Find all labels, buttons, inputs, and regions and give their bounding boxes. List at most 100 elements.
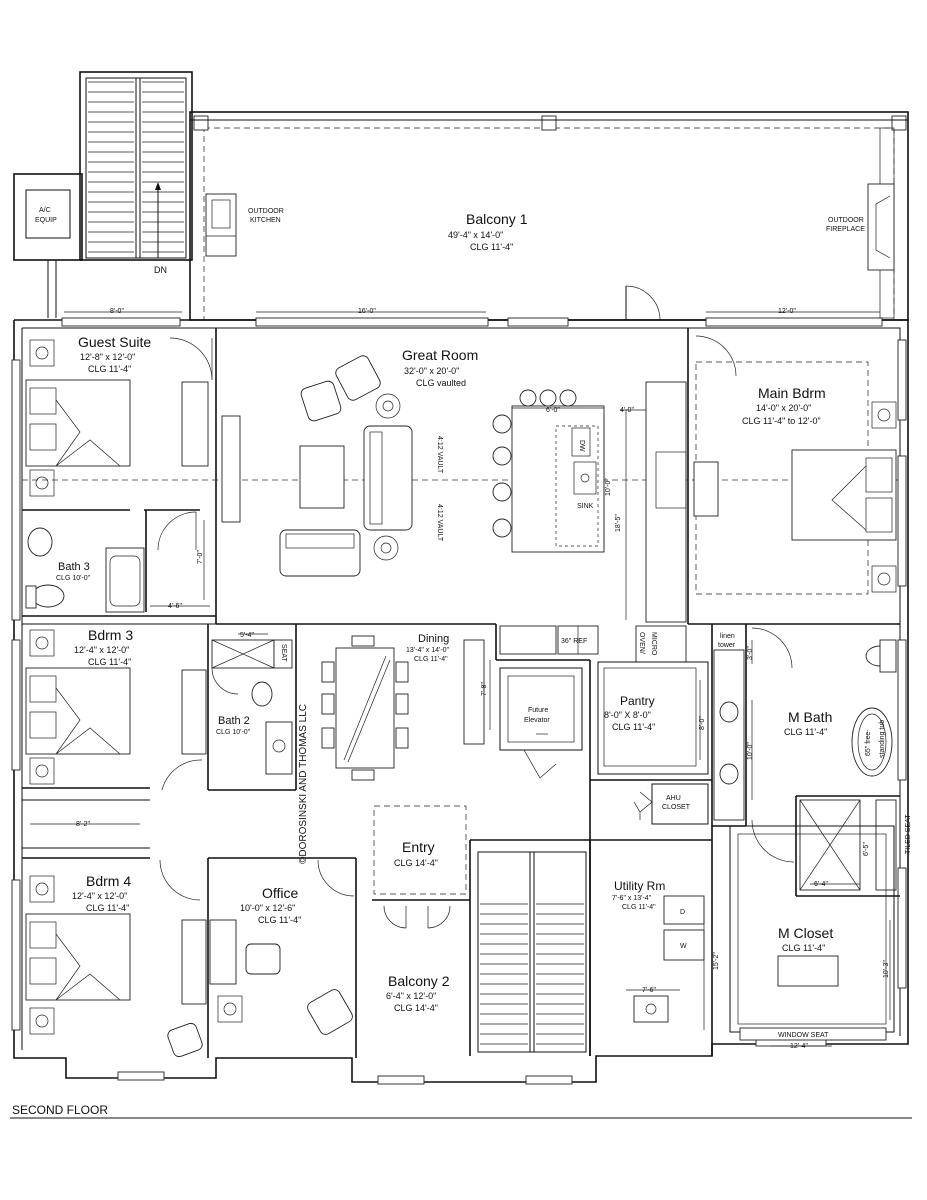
svg-text:EQUIP: EQUIP [35,217,57,224]
svg-text:10'-3": 10'-3" [883,960,890,978]
svg-text:4'-0": 4'-0" [620,407,634,414]
svg-text:CLG 11'-4": CLG 11'-4" [782,943,825,953]
bedroom4 [25,859,207,1058]
pantry-name: Pantry [620,694,655,708]
svg-text:4'-6": 4'-6" [168,603,182,610]
svg-text:6'-5": 6'-5" [863,842,870,856]
svg-text:DW: DW [578,440,585,452]
guest-suite-name: Guest Suite [78,334,151,350]
svg-text:SINK: SINK [577,503,594,510]
svg-text:CLG 11'-4": CLG 11'-4" [258,915,301,925]
balcony1-size: 49'-4" x 14'-0" [448,230,503,240]
svg-text:WINDOW SEAT: WINDOW SEAT [778,1032,829,1039]
dining: 7'-8" [321,635,491,781]
svg-text:MICRO: MICRO [650,632,657,656]
svg-text:OUTDOOR: OUTDOOR [828,217,864,224]
svg-text:10'-0" x 12'-6": 10'-0" x 12'-6" [240,903,295,913]
m-bath-vanity: linen tower 3'-0" 10'-0" [713,627,793,821]
svg-text:8'-0": 8'-0" [110,308,124,315]
copyright: ©DOROSINSKI AND THOMAS LLC [298,704,309,864]
stair-treads [88,81,184,253]
interior-stairs [477,851,587,1053]
svg-text:CLG 10'-0": CLG 10'-0" [216,729,251,736]
building-outline [11,317,909,1085]
office [209,859,355,1035]
stair-down-label: DN [154,265,167,275]
guest-suite [25,337,241,523]
svg-text:7'-6": 7'-6" [642,987,656,994]
outdoor-kitchen: OUTDOOR KITCHEN [205,193,284,257]
svg-text:CLG vaulted: CLG vaulted [416,378,466,388]
balcony1-name: Balcony 1 [466,211,528,227]
main-bdrm-name: Main Bdrm [758,385,826,401]
svg-text:CLG 14'-4": CLG 14'-4" [394,1003,438,1013]
entry-name: Entry [402,839,435,855]
exterior-stairs [79,71,193,261]
svg-text:16'-0": 16'-0" [358,308,376,315]
svg-text:CLG 11'-4": CLG 11'-4" [622,904,656,911]
svg-text:FIREPLACE: FIREPLACE [826,226,865,233]
svg-text:D: D [680,909,685,916]
great-room: 18'-5" 10'-0" 6'-0" 4'-0" [279,355,687,663]
m-bath-name: M Bath [788,709,832,725]
svg-text:KITCHEN: KITCHEN [250,217,281,224]
floor-title: SECOND FLOOR [12,1103,108,1117]
svg-text:12'-4" x 12'-0": 12'-4" x 12'-0" [72,891,127,901]
balcony1-area [189,111,909,321]
bath3: 4'-6" 7'-0" [25,511,210,613]
future-elevator: Future Elevator [499,667,583,779]
svg-text:CLG 10'-0": CLG 10'-0" [56,575,91,582]
svg-text:12'-4" x 12'-0": 12'-4" x 12'-0" [74,645,129,655]
svg-text:A/C: A/C [39,207,51,214]
svg-text:12'-0": 12'-0" [778,308,796,315]
bath2: 5'-4" SEAT [211,632,293,775]
svg-text:OVEN/: OVEN/ [638,632,645,654]
svg-text:tower: tower [718,642,736,649]
svg-text:7'-8": 7'-8" [481,682,488,696]
master-bath: 65" free- standing tub TILED SEAT 6'-5" … [751,639,912,891]
entry [373,805,467,929]
svg-text:12'-8" x 12'-0": 12'-8" x 12'-0" [80,352,135,362]
ac-equip: A/C EQUIP [13,173,83,261]
svg-text:CLOSET: CLOSET [662,804,691,811]
svg-text:14'-0" x 20'-0": 14'-0" x 20'-0" [756,403,811,413]
svg-text:5'-4": 5'-4" [240,632,254,639]
bdrm4-name: Bdrm 4 [86,873,131,889]
svg-text:7'-6" x 13'-4": 7'-6" x 13'-4" [612,895,652,902]
svg-text:32'-0" x 20'-0": 32'-0" x 20'-0" [404,366,459,376]
svg-text:CLG 11'-4": CLG 11'-4" [88,657,131,667]
svg-text:4:12 VAULT: 4:12 VAULT [436,436,443,474]
svg-text:8'-2": 8'-2" [76,821,90,828]
utility-room: D W 7'-6" 15'-2" [626,895,720,1030]
outdoor-fireplace: OUTDOOR FIREPLACE [826,183,895,271]
svg-text:10'-0": 10'-0" [605,478,612,496]
svg-text:standing tub: standing tub [879,720,886,758]
svg-text:TILED SEAT: TILED SEAT [905,814,912,854]
balcony1-clg: CLG 11'-4" [470,242,513,252]
svg-text:36" REF: 36" REF [561,638,587,645]
svg-text:7'-0": 7'-0" [197,550,204,564]
office-name: Office [262,885,299,901]
svg-text:6'-0": 6'-0" [546,407,560,414]
utility-name: Utility Rm [614,879,665,893]
svg-text:4:12 VAULT: 4:12 VAULT [436,504,443,542]
svg-text:CLG 11'-4": CLG 11'-4" [414,656,448,663]
svg-text:OUTDOOR: OUTDOOR [248,208,284,215]
svg-text:CLG 11'-4": CLG 11'-4" [86,903,129,913]
svg-text:15'-2": 15'-2" [713,952,720,970]
master-closet: WINDOW SEAT 12'-4" 10'-3" [729,825,895,1050]
main-bedroom [693,335,897,595]
svg-text:CLG 11'-4" to 12'-0": CLG 11'-4" to 12'-0" [742,416,821,426]
balcony2-name: Balcony 2 [388,973,450,989]
ahu-closet: AHU CLOSET [633,783,709,825]
bath3-name: Bath 3 [58,561,90,573]
dining-name: Dining [418,633,449,645]
svg-text:6'-4": 6'-4" [814,881,828,888]
svg-text:linen: linen [720,633,735,640]
svg-text:CLG 14'-4": CLG 14'-4" [394,858,438,868]
svg-text:8'-0": 8'-0" [699,716,706,730]
pantry: 8'-0" [597,661,709,775]
svg-text:AHU: AHU [666,795,681,802]
bdrm3-name: Bdrm 3 [88,627,133,643]
